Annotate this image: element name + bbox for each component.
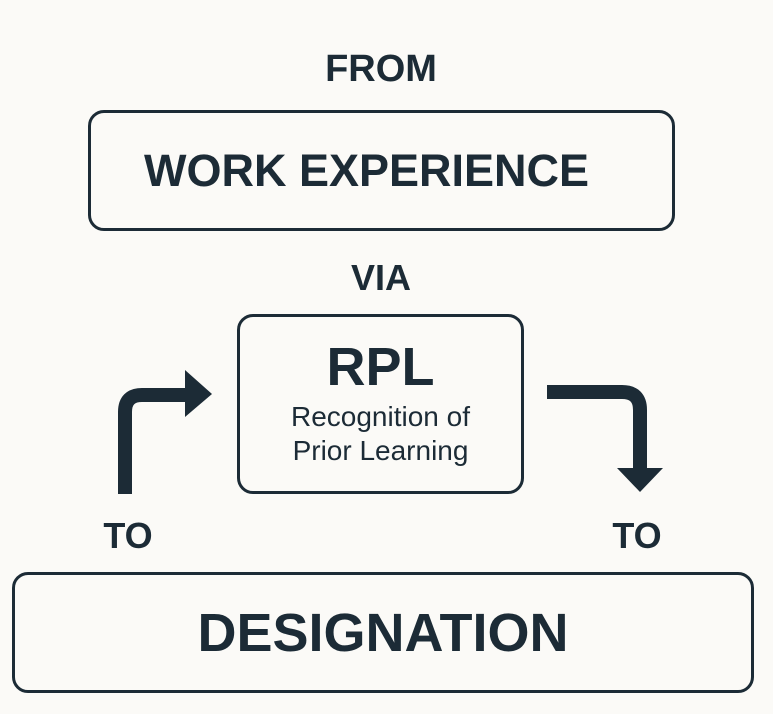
via-label: VIA [350, 257, 412, 298]
rpl-acronym: RPL [326, 337, 435, 397]
rpl-box: RPL Recognition of Prior Learning [237, 314, 524, 494]
rpl-line2: Prior Learning [292, 435, 469, 466]
to-right-label: TO [612, 515, 662, 556]
arrowhead-down [617, 468, 663, 492]
rpl-line1: Recognition of [290, 401, 470, 432]
work-experience-box: WORK EXPERIENCE [88, 110, 675, 231]
arrowhead-right [185, 370, 212, 417]
work-experience-text: WORK EXPERIENCE [143, 144, 590, 196]
from-label: FROM [325, 48, 437, 90]
arrow-up-right-icon [118, 388, 188, 494]
to-left-label: TO [103, 515, 153, 556]
designation-text: DESIGNATION [197, 602, 569, 663]
designation-box: DESIGNATION [12, 572, 754, 693]
arrow-right-down-icon [547, 385, 647, 470]
